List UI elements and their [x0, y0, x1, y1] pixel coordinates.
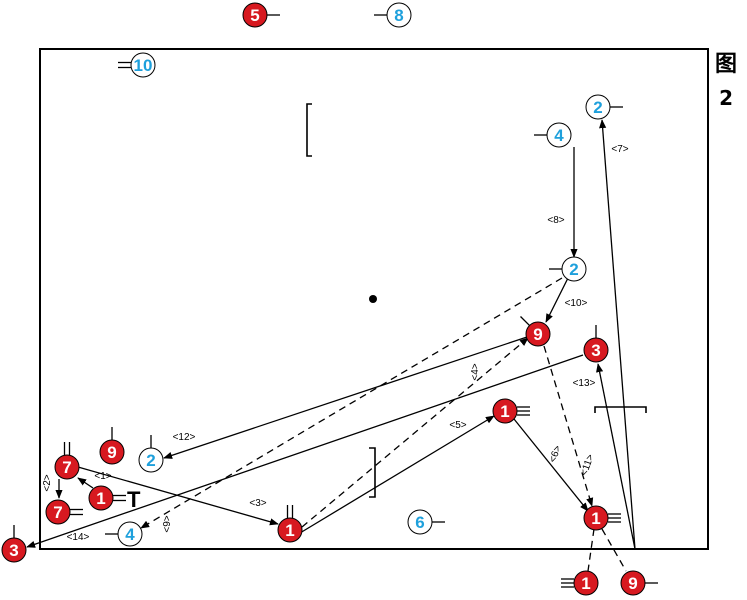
- player-number: 3: [591, 341, 600, 360]
- move-step-10: [545, 277, 569, 323]
- step-label-7: <7>: [611, 144, 628, 155]
- step-label-1: <1>: [94, 471, 111, 482]
- step-label-14: <14>: [67, 532, 90, 543]
- player-number: 10: [134, 56, 153, 75]
- player-number: 1: [591, 509, 600, 528]
- player-red-3: 3: [1, 525, 27, 563]
- player-red-7: 7: [45, 499, 83, 525]
- player-blue-4: 4: [534, 122, 572, 148]
- player-number: 2: [593, 98, 602, 117]
- move-step-11: [543, 345, 594, 507]
- player-blue-10: 10: [118, 52, 156, 78]
- step-labels: <1> <2> <3> <4> <5> <6> <7> <8> <9> <10> <11> <12> <…: [42, 144, 629, 543]
- dash-link-right: [601, 528, 627, 572]
- step-label-2: <2>: [42, 474, 53, 491]
- move-step-7: [599, 119, 636, 550]
- step-label-5: <5>: [449, 420, 466, 431]
- player-number: 7: [62, 458, 71, 477]
- move-step-14: [26, 354, 584, 548]
- player-number: 2: [569, 260, 578, 279]
- player-red-9: 9: [620, 570, 658, 596]
- player-red-9: 9: [99, 427, 125, 465]
- player-red-1: 1: [88, 485, 126, 511]
- step-label-6: <6>: [548, 444, 564, 464]
- player-blue-2: 2: [549, 256, 587, 282]
- figure-caption-number: 2: [719, 86, 733, 110]
- movement-lines: [26, 119, 636, 572]
- step-label-9: <9>: [162, 515, 173, 532]
- player-number: 1: [500, 402, 509, 421]
- player-number: 8: [394, 6, 403, 25]
- player-number: 1: [285, 521, 294, 540]
- bracket-marker-top: [306, 103, 312, 157]
- player-markers: 5 8 10 2 4 2 9 3 1 9 2 7 1 7 1 6 1 3 4 1 9: [1, 2, 658, 596]
- player-blue-2: 2: [585, 94, 623, 120]
- player-red-1: 1: [583, 505, 621, 531]
- player-number: 4: [125, 525, 135, 544]
- bracket-marker-right: [594, 406, 647, 413]
- player-red-3: 3: [583, 325, 609, 363]
- step-label-12: <12>: [173, 432, 196, 443]
- move-step-6: [513, 418, 589, 512]
- player-blue-2: 2: [138, 435, 164, 473]
- player-red-7: 7: [54, 442, 80, 480]
- court-border: [39, 48, 709, 550]
- player-number: 6: [415, 513, 424, 532]
- player-number: 4: [554, 126, 564, 145]
- step-label-3: <3>: [249, 498, 266, 509]
- player-number: 5: [250, 6, 259, 25]
- step-label-13: <13>: [573, 378, 596, 389]
- t-marker: T: [127, 487, 141, 512]
- player-red-1: 1: [277, 505, 303, 543]
- step-label-11: <11>: [579, 453, 597, 478]
- move-step-12: [163, 336, 528, 459]
- player-red-5: 5: [242, 2, 280, 28]
- move-step-1: [77, 477, 94, 489]
- player-number: 9: [628, 574, 637, 593]
- move-step-4: [301, 337, 529, 528]
- center-dot: [369, 295, 377, 303]
- step-label-10: <10>: [565, 298, 588, 309]
- player-number: 1: [581, 574, 590, 593]
- player-red-9: 9: [520, 316, 551, 347]
- step-label-4: <4>: [470, 363, 481, 380]
- player-red-1: 1: [561, 570, 599, 596]
- figure-caption-char: 图: [714, 52, 737, 77]
- move-step-9: [140, 277, 563, 529]
- step-label-8: <8>: [547, 215, 564, 226]
- bracket-marker-mid: [369, 447, 376, 498]
- player-red-1: 1: [492, 398, 530, 424]
- player-blue-8: 8: [374, 2, 412, 28]
- player-blue-6: 6: [407, 509, 445, 535]
- player-number: 3: [9, 541, 18, 560]
- player-number: 2: [146, 451, 155, 470]
- move-step-13: [596, 363, 636, 550]
- player-blue-4: 4: [105, 521, 143, 547]
- player-number: 1: [96, 489, 105, 508]
- player-number: 7: [53, 503, 62, 522]
- move-step-5: [299, 415, 495, 534]
- player-number: 9: [533, 325, 542, 344]
- player-number: 9: [107, 443, 116, 462]
